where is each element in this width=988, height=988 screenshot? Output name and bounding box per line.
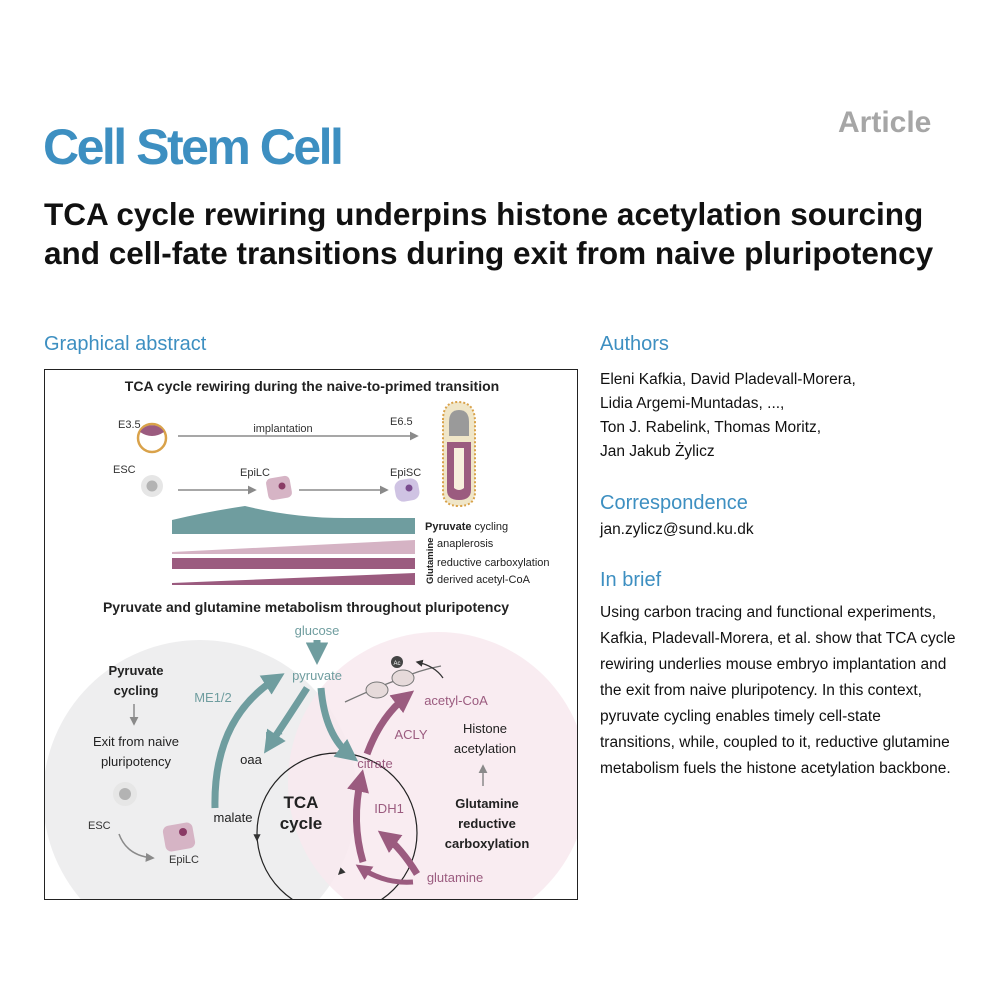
graphical-abstract-heading: Graphical abstract <box>44 333 207 355</box>
pyruvate-to-citrate-arrow <box>317 687 359 762</box>
reductive-carboxylation-label: reductive carboxylation <box>437 557 550 569</box>
reductive-carboxylation-bar <box>172 558 415 569</box>
author-line: Lidia Argemi-Muntadas, ..., <box>600 395 785 412</box>
tca-label-line1: TCA <box>284 793 319 812</box>
glutamine-rc-line1: Glutamine <box>455 796 519 811</box>
glutamine-rc-line2: reductive <box>458 816 516 831</box>
nucleosome-icon: Ac <box>344 656 442 703</box>
acetyl-mark-label: Ac <box>393 661 400 667</box>
stage-e65-label: E6.5 <box>390 416 413 428</box>
esc-cell-icon <box>141 475 163 497</box>
epilc-label-2: EpiLC <box>169 854 199 866</box>
implantation-label: implantation <box>253 423 312 435</box>
acly-enzyme-label: ACLY <box>395 727 428 742</box>
correspondence-email-link[interactable]: jan.zylicz@sund.ku.dk <box>600 521 754 538</box>
episc-label: EpiSC <box>390 467 421 479</box>
author-line: Ton J. Rabelink, Thomas Moritz, <box>600 419 822 436</box>
malate-to-pyruvate-arrow <box>211 673 285 809</box>
oaa-label: oaa <box>240 752 262 767</box>
graphical-abstract-figure: TCA cycle rewiring during the naive-to-p… <box>44 369 578 900</box>
graphical-abstract-diagram: TCA cycle rewiring during the naive-to-p… <box>45 378 577 899</box>
authors-heading: Authors <box>600 333 669 355</box>
glutamine-anaplerosis-arrow <box>355 864 414 885</box>
derived-acetyl-coa-label: derived acetyl-CoA <box>437 574 531 586</box>
correspondence-heading: Correspondence <box>600 492 748 514</box>
tca-label-line2: cycle <box>280 814 323 833</box>
derived-acetyl-coa-bar <box>172 573 415 585</box>
pyruvate-cycling-zone <box>45 640 357 899</box>
esc-label-2: ESC <box>88 820 111 832</box>
glutamine-vertical-label: Glutamine <box>425 538 436 584</box>
epilc-cell-icon <box>266 475 292 501</box>
idh1-reductive-arrow <box>347 769 369 864</box>
idh1-enzyme-label: IDH1 <box>374 801 404 816</box>
anaplerosis-bar <box>172 540 415 554</box>
pyruvate-cycling-label: Pyruvate cycling <box>425 521 508 533</box>
me12-enzyme-label: ME1/2 <box>194 690 232 705</box>
acetyl-transfer-arrow <box>415 659 444 679</box>
anaplerosis-label: anaplerosis <box>437 538 494 550</box>
citrate-to-acetyl-coa-arrow <box>363 690 415 756</box>
histone-acetylation-line1: Histone <box>463 721 507 736</box>
author-line: Eleni Kafkia, David Pladevall-Morera, <box>600 371 856 388</box>
malate-label: malate <box>213 810 252 825</box>
egg-cylinder-embryo-icon <box>442 400 476 508</box>
article-type-label: Article <box>838 106 932 139</box>
stage-e35-label: E3.5 <box>118 419 141 431</box>
panel1-title: TCA cycle rewiring during the naive-to-p… <box>125 378 499 394</box>
esc-cell-icon-2 <box>113 782 137 806</box>
exit-naive-line2: pluripotency <box>101 754 172 769</box>
pyruvate-cycling-bar <box>172 506 415 534</box>
article-title: TCA cycle rewiring underpins histone ace… <box>44 196 934 271</box>
glutamine-label: glutamine <box>427 870 483 885</box>
journal-name: Cell Stem Cell <box>43 119 344 175</box>
glutamine-rc-line3: carboxylation <box>445 836 530 851</box>
esc-label: ESC <box>113 464 136 476</box>
esc-to-epilc-arrow-2 <box>118 833 155 862</box>
pyruvate-cycling-heading-line1: Pyruvate <box>109 663 164 678</box>
panel2-title: Pyruvate and glutamine metabolism throug… <box>103 599 509 615</box>
pyruvate-label: pyruvate <box>292 668 342 683</box>
blastocyst-icon <box>136 422 168 454</box>
author-list: Eleni Kafkia, David Pladevall-Morera, Li… <box>600 368 970 464</box>
epilc-cell-icon-2 <box>162 822 196 852</box>
histone-acetylation-line2: acetylation <box>454 741 516 756</box>
exit-naive-line1: Exit from naive <box>93 734 179 749</box>
episc-cell-icon <box>394 478 420 502</box>
in-brief-heading: In brief <box>600 569 662 591</box>
epilc-label: EpiLC <box>240 467 270 479</box>
glucose-label: glucose <box>295 623 340 638</box>
acetyl-coa-label: acetyl-CoA <box>424 693 488 708</box>
pyruvate-cycling-heading-line2: cycling <box>114 683 159 698</box>
author-line: Jan Jakub Żylicz <box>600 443 715 460</box>
in-brief-text: Using carbon tracing and functional expe… <box>600 604 956 777</box>
pyruvate-to-oaa-arrow <box>264 686 310 754</box>
citrate-label: citrate <box>357 756 392 771</box>
glutamine-entry-arrow <box>377 830 420 876</box>
